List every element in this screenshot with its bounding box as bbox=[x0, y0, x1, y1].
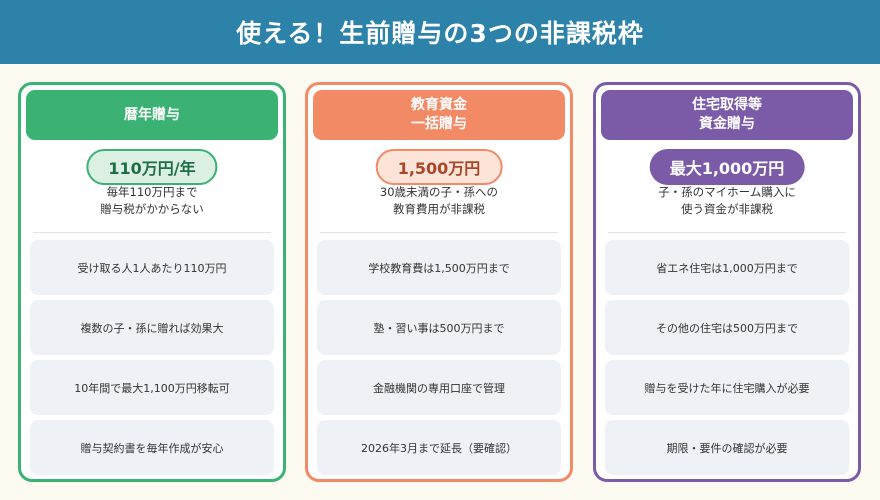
card-title-line: 一括贈与 bbox=[411, 116, 467, 132]
list-item-text: 贈与を受けた年に住宅購入が必要 bbox=[644, 381, 810, 395]
title-banner: 使える！生前贈与の3つの非課税枠 bbox=[0, 0, 880, 64]
description-line: 30歳未満の子・孫への bbox=[379, 185, 499, 199]
description-line: 贈与税がかからない bbox=[100, 202, 204, 216]
item-list: 省エネ住宅は1,000万円まで その他の住宅は500万円まで 贈与を受けた年に住… bbox=[605, 240, 849, 479]
list-item-text: 2026年3月まで延長（要確認） bbox=[361, 441, 517, 455]
card-education-fund: 教育資金 一括贈与 1,500万円 30歳未満の子・孫への 教育費用が非課税 学… bbox=[305, 82, 573, 482]
amount-text: 最大1,000万円 bbox=[669, 159, 785, 178]
divider bbox=[320, 232, 558, 233]
amount-badge: 1,500万円 bbox=[375, 149, 503, 185]
list-item: 贈与を受けた年に住宅購入が必要 bbox=[605, 360, 849, 415]
list-item: 複数の子・孫に贈れば効果大 bbox=[30, 300, 274, 355]
divider bbox=[608, 232, 846, 233]
item-list: 受け取る人1人あたり110万円 複数の子・孫に贈れば効果大 10年間で最大1,1… bbox=[30, 240, 274, 479]
card-housing-fund: 住宅取得等 資金贈与 最大1,000万円 子・孫のマイホーム購入に 使う資金が非… bbox=[593, 82, 861, 482]
description-line: 教育費用が非課税 bbox=[393, 202, 485, 216]
list-item: 塾・習い事は500万円まで bbox=[317, 300, 561, 355]
divider bbox=[33, 232, 271, 233]
card-annual-gift: 暦年贈与 110万円/年 毎年110万円まで 贈与税がかからない 受け取る人1人… bbox=[18, 82, 286, 482]
list-item: その他の住宅は500万円まで bbox=[605, 300, 849, 355]
list-item-text: その他の住宅は500万円まで bbox=[656, 321, 798, 335]
list-item-text: 10年間で最大1,100万円移転可 bbox=[74, 381, 230, 395]
list-item-text: 贈与契約書を毎年作成が安心 bbox=[80, 441, 224, 455]
list-item-text: 金融機関の専用口座で管理 bbox=[373, 381, 505, 395]
list-item: 10年間で最大1,100万円移転可 bbox=[30, 360, 274, 415]
card-description: 30歳未満の子・孫への 教育費用が非課税 bbox=[308, 184, 570, 218]
amount-text: 110万円/年 bbox=[108, 159, 196, 178]
list-item: 贈与契約書を毎年作成が安心 bbox=[30, 420, 274, 475]
description-line: 使う資金が非課税 bbox=[681, 202, 773, 216]
card-title-line: 資金贈与 bbox=[699, 116, 755, 132]
amount-text: 1,500万円 bbox=[397, 159, 481, 178]
list-item: 省エネ住宅は1,000万円まで bbox=[605, 240, 849, 295]
card-description: 子・孫のマイホーム購入に 使う資金が非課税 bbox=[596, 184, 858, 218]
card-header: 教育資金 一括贈与 bbox=[313, 90, 565, 140]
card-header: 暦年贈与 bbox=[26, 90, 278, 140]
card-title-line: 住宅取得等 bbox=[692, 97, 762, 113]
list-item-text: 複数の子・孫に贈れば効果大 bbox=[80, 321, 224, 335]
list-item: 期限・要件の確認が必要 bbox=[605, 420, 849, 475]
list-item: 金融機関の専用口座で管理 bbox=[317, 360, 561, 415]
list-item-text: 期限・要件の確認が必要 bbox=[666, 441, 788, 455]
item-list: 学校教育費は1,500万円まで 塾・習い事は500万円まで 金融機関の専用口座で… bbox=[317, 240, 561, 479]
amount-badge: 最大1,000万円 bbox=[649, 149, 805, 185]
card-title-line: 暦年贈与 bbox=[124, 106, 180, 123]
card-title-line: 教育資金 bbox=[411, 97, 467, 113]
card-description: 毎年110万円まで 贈与税がかからない bbox=[21, 184, 283, 218]
page-title: 使える！生前贈与の3つの非課税枠 bbox=[236, 19, 644, 48]
description-line: 毎年110万円まで bbox=[106, 185, 198, 199]
list-item: 学校教育費は1,500万円まで bbox=[317, 240, 561, 295]
list-item-text: 塾・習い事は500万円まで bbox=[373, 321, 505, 335]
list-item: 受け取る人1人あたり110万円 bbox=[30, 240, 274, 295]
card-header: 住宅取得等 資金贈与 bbox=[601, 90, 853, 140]
list-item-text: 受け取る人1人あたり110万円 bbox=[77, 261, 227, 275]
description-line: 子・孫のマイホーム購入に bbox=[658, 185, 796, 199]
list-item: 2026年3月まで延長（要確認） bbox=[317, 420, 561, 475]
list-item-text: 省エネ住宅は1,000万円まで bbox=[656, 261, 798, 275]
list-item-text: 学校教育費は1,500万円まで bbox=[368, 261, 510, 275]
amount-badge: 110万円/年 bbox=[86, 149, 218, 185]
